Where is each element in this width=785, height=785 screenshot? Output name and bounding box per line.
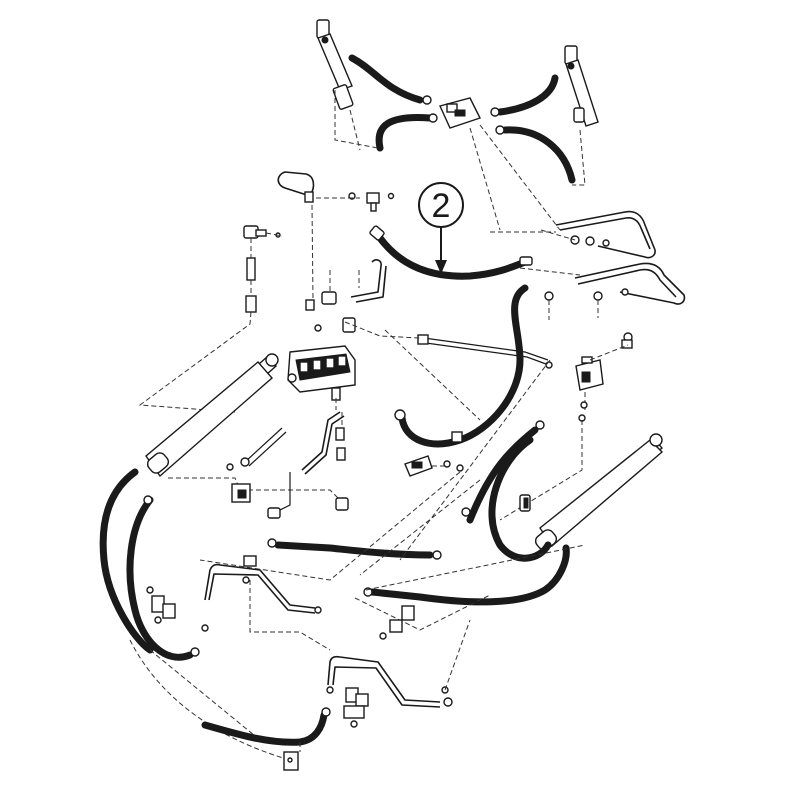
top-hose-lower-right [501,126,576,184]
l-tube-valve [350,259,382,298]
valve-area [138,204,553,421]
long-right-hose [466,426,539,524]
left-long-hoses [99,468,291,761]
upper-lines [277,171,686,320]
top-assembly [316,19,599,231]
control-valve-block-icon [287,345,356,401]
bracket-icon [231,483,251,503]
right-upper-tube-2 [574,262,686,305]
right-upper-tube-1 [555,210,656,259]
lower-tubes [204,544,586,728]
clamp-bracket-low-icon [343,687,369,719]
hose-item-2 [376,234,529,280]
callout-number: 2 [432,187,451,225]
tee-fitting-icon [348,192,395,212]
clamp-bracket-left-icon [151,595,176,619]
top-hose-upper-left [348,54,424,104]
loop-hose-right [488,436,552,562]
elbow-fitting-icon [243,225,281,239]
left-outer-hose [99,468,154,654]
lower-right-hose [368,544,570,606]
center-valve-icon [439,97,481,129]
right-lift-cylinder-icon [534,433,664,551]
clamp-bracket-mid-icon [389,605,415,633]
top-hose-lower-left [375,113,434,152]
valve-right-hose [423,337,549,361]
lower-middle [168,359,552,581]
right-upper-tube-1b [559,217,651,250]
lower-tube-right [327,655,441,703]
bottom-hose-assembly [201,707,331,771]
left-lift-cylinder-icon [145,353,279,478]
left-tilt-cylinder-icon [316,19,354,110]
solenoid-icon [575,356,604,391]
small-block-icon [404,455,433,477]
left-inner-hose [126,496,194,661]
callout-2: 2 [418,182,464,274]
right-s-hose [398,284,529,448]
callout-arrow-head [435,260,447,274]
loop-tube-top [277,171,315,197]
right-upper-tube-2b [577,268,677,298]
right-tilt-cylinder-icon [564,45,599,127]
bottom-hose [201,711,328,746]
lower-cross-hose [274,541,434,559]
lower-tube-left [204,563,316,609]
right-mid [394,284,633,521]
top-hose-upper-right [496,74,559,116]
